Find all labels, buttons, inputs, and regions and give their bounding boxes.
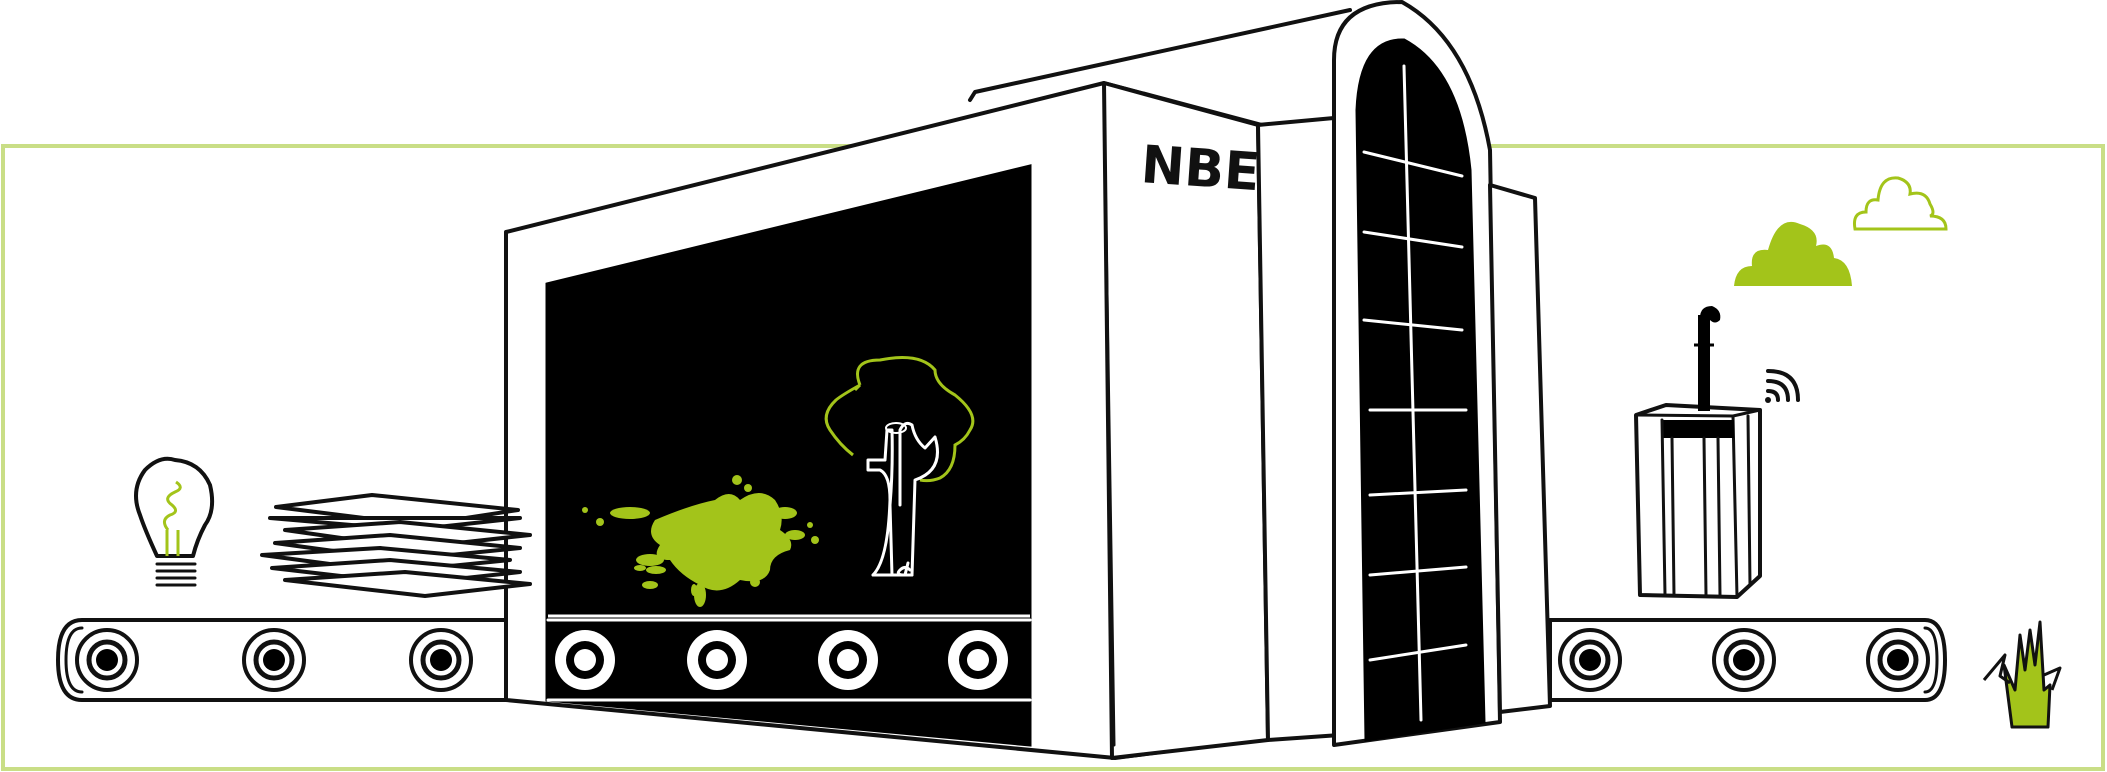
conveyor-wheel	[1712, 628, 1776, 692]
machine-connector	[1256, 116, 1342, 742]
conveyor-wheel	[818, 630, 878, 690]
conveyor-inner	[546, 614, 1032, 702]
biomass-splash-icon	[582, 475, 819, 607]
tower-window-mullions	[1362, 64, 1468, 722]
conveyor-wheel	[687, 630, 747, 690]
conveyor-wheel	[555, 630, 615, 690]
boiler-icon	[1634, 306, 1762, 599]
brand-logo-text: NBE	[1139, 135, 1262, 203]
conveyor-wheel	[1866, 628, 1930, 692]
machine-rear-panel	[1488, 183, 1552, 714]
conveyor-wheel	[1558, 628, 1622, 692]
cloud-icon	[1853, 176, 1948, 231]
grass-icon	[1982, 620, 2062, 729]
wifi-signal-icon	[1765, 369, 1800, 403]
conveyor-wheel	[409, 628, 473, 692]
tree-icon	[824, 356, 975, 577]
cloud-icon	[1734, 221, 1852, 286]
paper-stack-icon	[260, 493, 532, 598]
machine-opening	[545, 164, 1032, 747]
conveyor-wheel	[75, 628, 139, 692]
conveyor-wheel	[242, 628, 306, 692]
conveyor-wheel	[948, 630, 1008, 690]
boiler-chimney	[1698, 315, 1710, 411]
tower-window	[1355, 38, 1486, 742]
machine-roof-back	[968, 8, 1352, 102]
lightbulb-icon	[134, 456, 215, 587]
